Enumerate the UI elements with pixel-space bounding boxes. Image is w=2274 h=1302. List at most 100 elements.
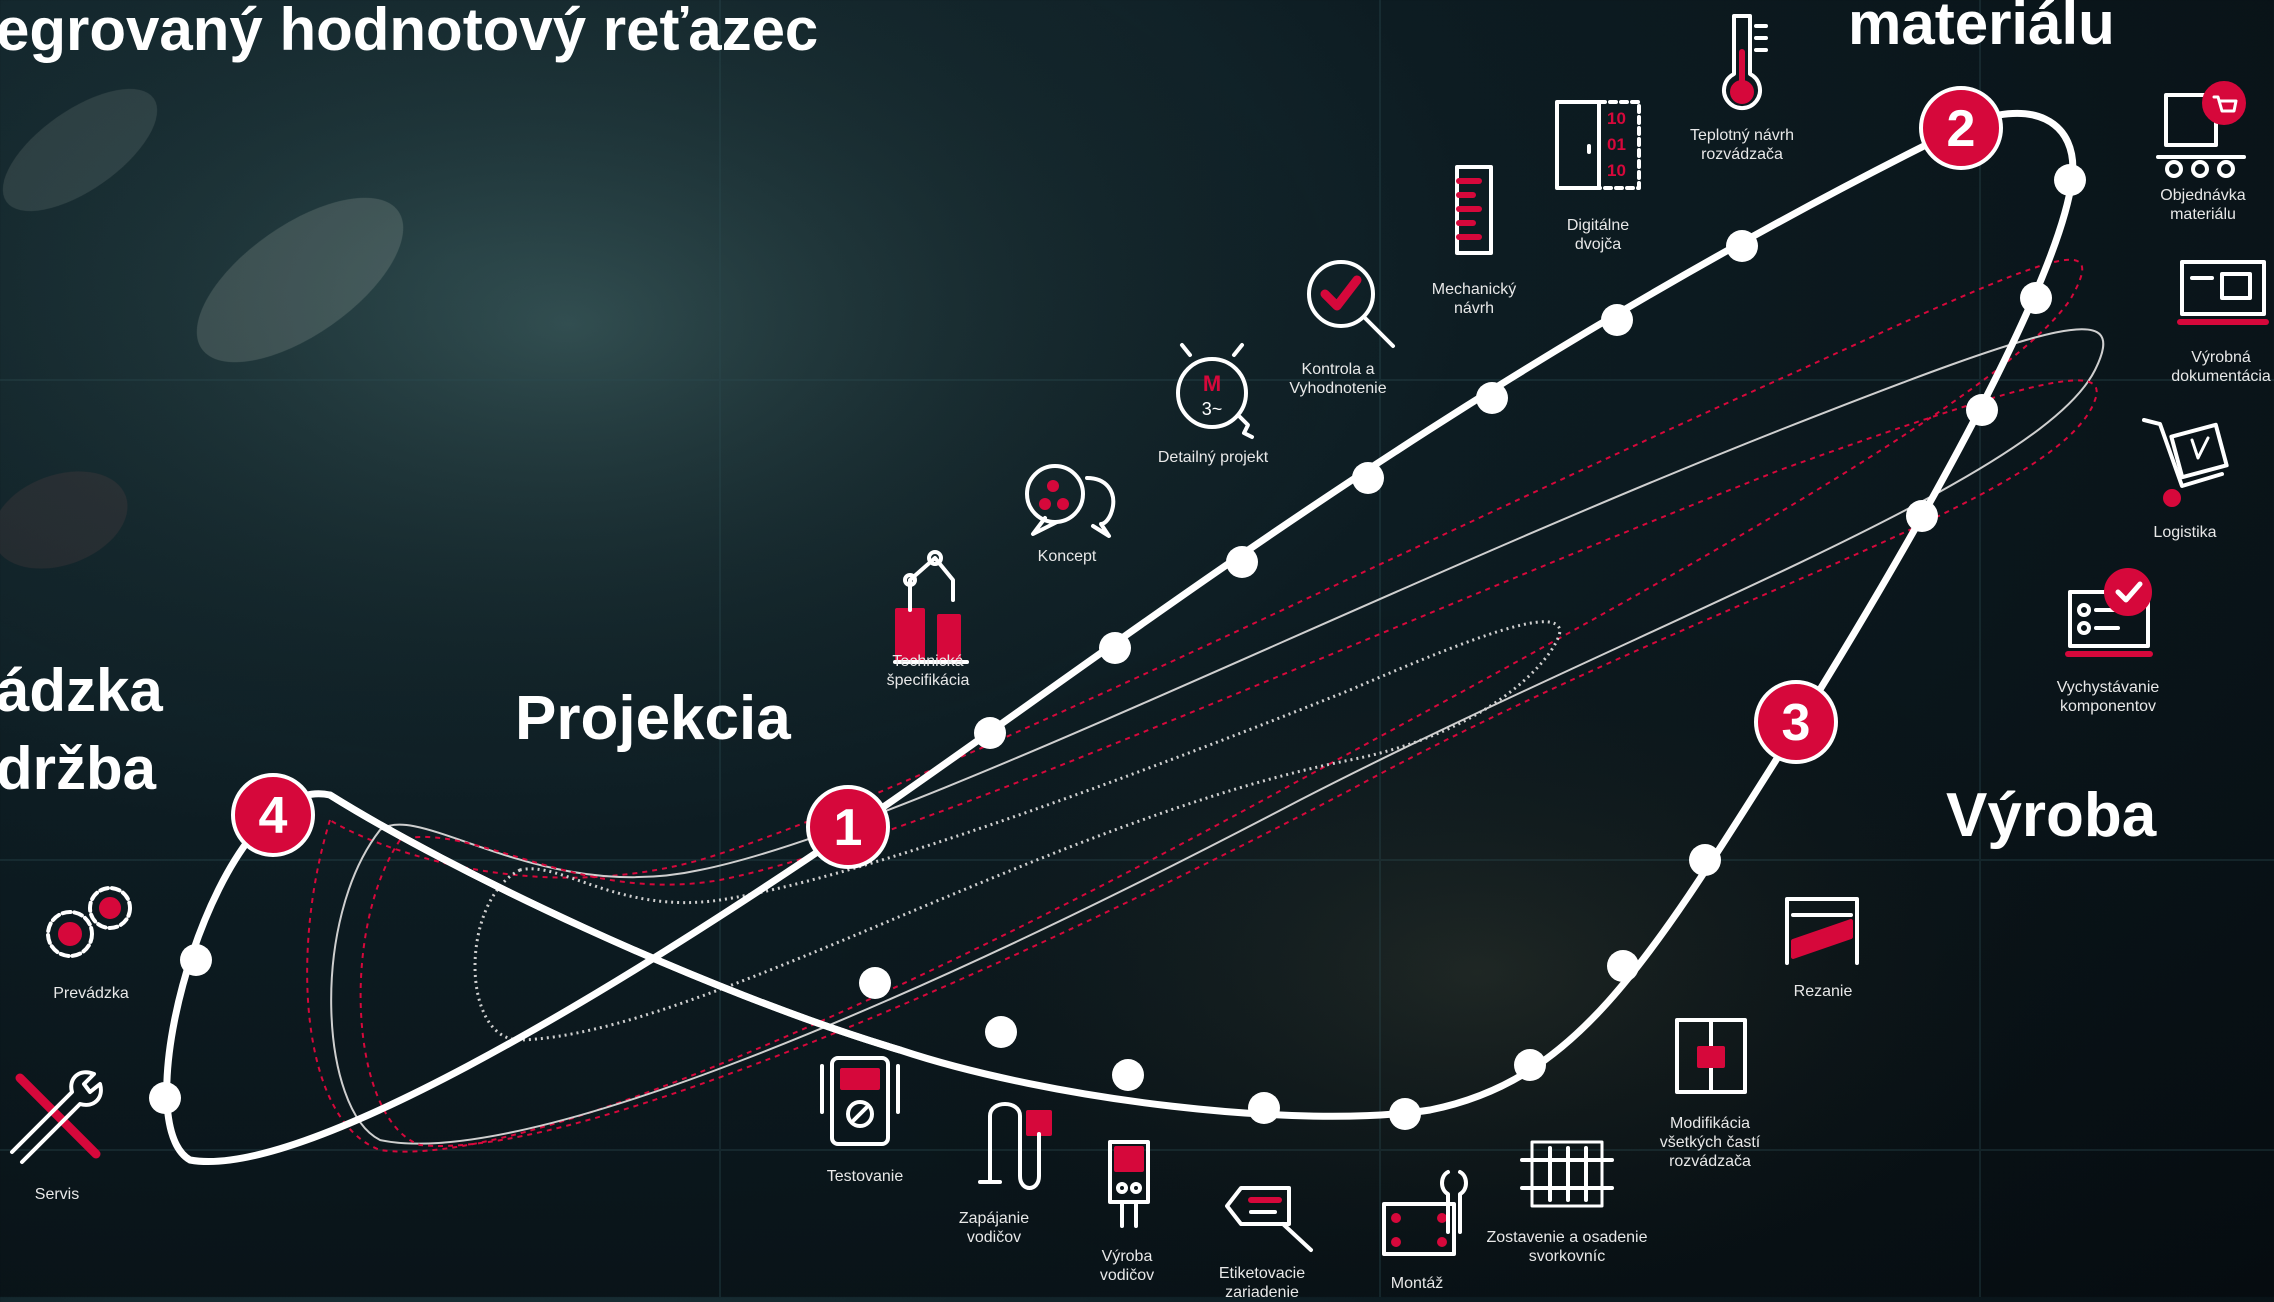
checklist-icon [2065, 568, 2153, 657]
route-crossing [326, 791, 904, 1054]
station-label-zostavenie: Zostavenie a osadenie svorkovníc [1462, 1228, 1672, 1266]
svg-text:M: M [1203, 371, 1221, 396]
terminal-block-icon [1520, 1140, 1614, 1208]
label-line: špecifikácia [886, 672, 970, 689]
route-stops [149, 164, 2086, 1130]
digital-twin-icon: 10 01 10 [1555, 100, 1641, 190]
label-line: všetkých častí [1659, 1134, 1761, 1151]
station-label-zapajanie: Zapájanie vodičov [889, 1209, 1099, 1247]
wire-icon [978, 1102, 1052, 1190]
label-line: návrh [1453, 300, 1495, 317]
cutting-icon [1785, 897, 1859, 965]
label-line: Servis [34, 1186, 80, 1203]
phase-badge-1: 1 [806, 785, 890, 869]
badge-number: 3 [1782, 694, 1811, 752]
tools-icon [10, 1070, 103, 1164]
station-label-dokumentacia: Výrobná dokumentácia [2116, 348, 2274, 386]
label-line: komponentov [2059, 698, 2157, 715]
route-stop [1248, 1092, 1280, 1124]
label-line: Montáž [1390, 1275, 1444, 1292]
route-stop [1389, 1098, 1421, 1130]
phase-title-vyroba: Výroba [1946, 781, 2157, 850]
station-label-modifikacia: Modifikácia všetkých častí rozvádzača [1605, 1114, 1815, 1171]
tester-icon [820, 1056, 900, 1146]
label-line: Prevádzka [53, 985, 129, 1002]
magnifier-check-icon [1307, 260, 1395, 348]
route-stop [1476, 382, 1508, 414]
label-line: Detailný projekt [1157, 449, 1269, 466]
label-line: Zapájanie [958, 1210, 1030, 1227]
station-label-koncept: Koncept [962, 547, 1172, 566]
label-line: Zostavenie a osadenie [1486, 1229, 1648, 1246]
label-line: rozvádzača [1669, 1153, 1751, 1170]
motor-icon: M 3~ [1176, 343, 1254, 439]
label-line: Rezanie [1793, 983, 1853, 1000]
monitor-icon [2177, 260, 2269, 325]
station-label-dvojca: Digitálne dvojča [1493, 216, 1703, 254]
station-label-rezanie: Rezanie [1718, 982, 1928, 1001]
station-label-vyroba-vodicov: Výroba vodičov [1022, 1247, 1232, 1285]
gears-icon [46, 886, 132, 958]
label-line: Technická [892, 653, 964, 670]
phase-title-line: držba [0, 735, 157, 802]
phase-title-material: materiálu [1848, 0, 2115, 57]
station-label-objednavka: Objednávka materiálu [2098, 186, 2274, 224]
phase-badge-4: 4 [231, 773, 315, 857]
label-line: vodičov [966, 1229, 1022, 1246]
wrench-panel-icon [1382, 1170, 1468, 1256]
svg-text:10: 10 [1607, 109, 1626, 128]
hand-truck-icon [2142, 418, 2229, 507]
phase-title-projekcia: Projekcia [515, 684, 791, 753]
svg-text:01: 01 [1607, 135, 1626, 154]
route-stop [985, 1016, 1017, 1048]
ruler-icon [1455, 165, 1493, 255]
red-dashed-loop-inner [359, 379, 2098, 1147]
phase-title-line: ádzka [0, 657, 163, 724]
label-line: Vychystávanie [2056, 679, 2160, 696]
label-line: Modifikácia [1669, 1115, 1751, 1132]
station-label-kontrola: Kontrola a Vyhodnotenie [1233, 360, 1443, 398]
label-line: Testovanie [826, 1168, 904, 1185]
label-line: materiálu [2170, 206, 2236, 223]
label-line: Vyhodnotenie [1289, 380, 1387, 397]
station-label-montaz: Montáž [1312, 1274, 1522, 1293]
label-line: svorkovníc [1528, 1248, 1606, 1265]
label-line: rozvádzača [1701, 146, 1783, 163]
route-stop [2054, 164, 2086, 196]
label-line: Digitálne [1566, 217, 1630, 234]
route-stop [1514, 1049, 1546, 1081]
phase-badge-3: 3 [1754, 680, 1838, 764]
svg-text:10: 10 [1607, 161, 1626, 180]
route-stop [1689, 844, 1721, 876]
station-label-testovanie: Testovanie [760, 1167, 970, 1186]
concept-chat-icon [1025, 464, 1116, 538]
station-label-detailny: Detailný projekt [1108, 448, 1318, 467]
route-stop [1906, 500, 1938, 532]
station-label-teplotny: Teplotný návrh rozvádzača [1637, 126, 1847, 164]
label-tag-icon [1225, 1186, 1313, 1252]
label-line: dvojča [1574, 236, 1622, 253]
route-stop [1607, 950, 1639, 982]
label-line: Výrobná [2191, 349, 2251, 366]
label-line: Mechanický [1431, 281, 1517, 298]
label-line: Teplotný návrh [1689, 127, 1795, 144]
phase-badge-2: 2 [1919, 86, 2003, 170]
route-stop [1726, 230, 1758, 262]
svg-text:3~: 3~ [1202, 399, 1223, 419]
route-stop [1601, 304, 1633, 336]
label-line: Kontrola a [1301, 361, 1375, 378]
badge-number: 2 [1947, 100, 1976, 158]
label-line: vodičov [1099, 1267, 1155, 1284]
badge-number: 4 [259, 787, 288, 845]
route-stop [1099, 632, 1131, 664]
route-stop [2020, 282, 2052, 314]
station-label-mechanicky: Mechanický návrh [1369, 280, 1579, 318]
route-stop [859, 967, 891, 999]
label-line: Etiketovacie [1218, 1265, 1306, 1282]
cabinet-icon [1675, 1018, 1747, 1094]
station-label-logistika: Logistika [2080, 523, 2274, 542]
label-line: Logistika [2153, 524, 2217, 541]
thermometer-icon [1722, 14, 1768, 111]
